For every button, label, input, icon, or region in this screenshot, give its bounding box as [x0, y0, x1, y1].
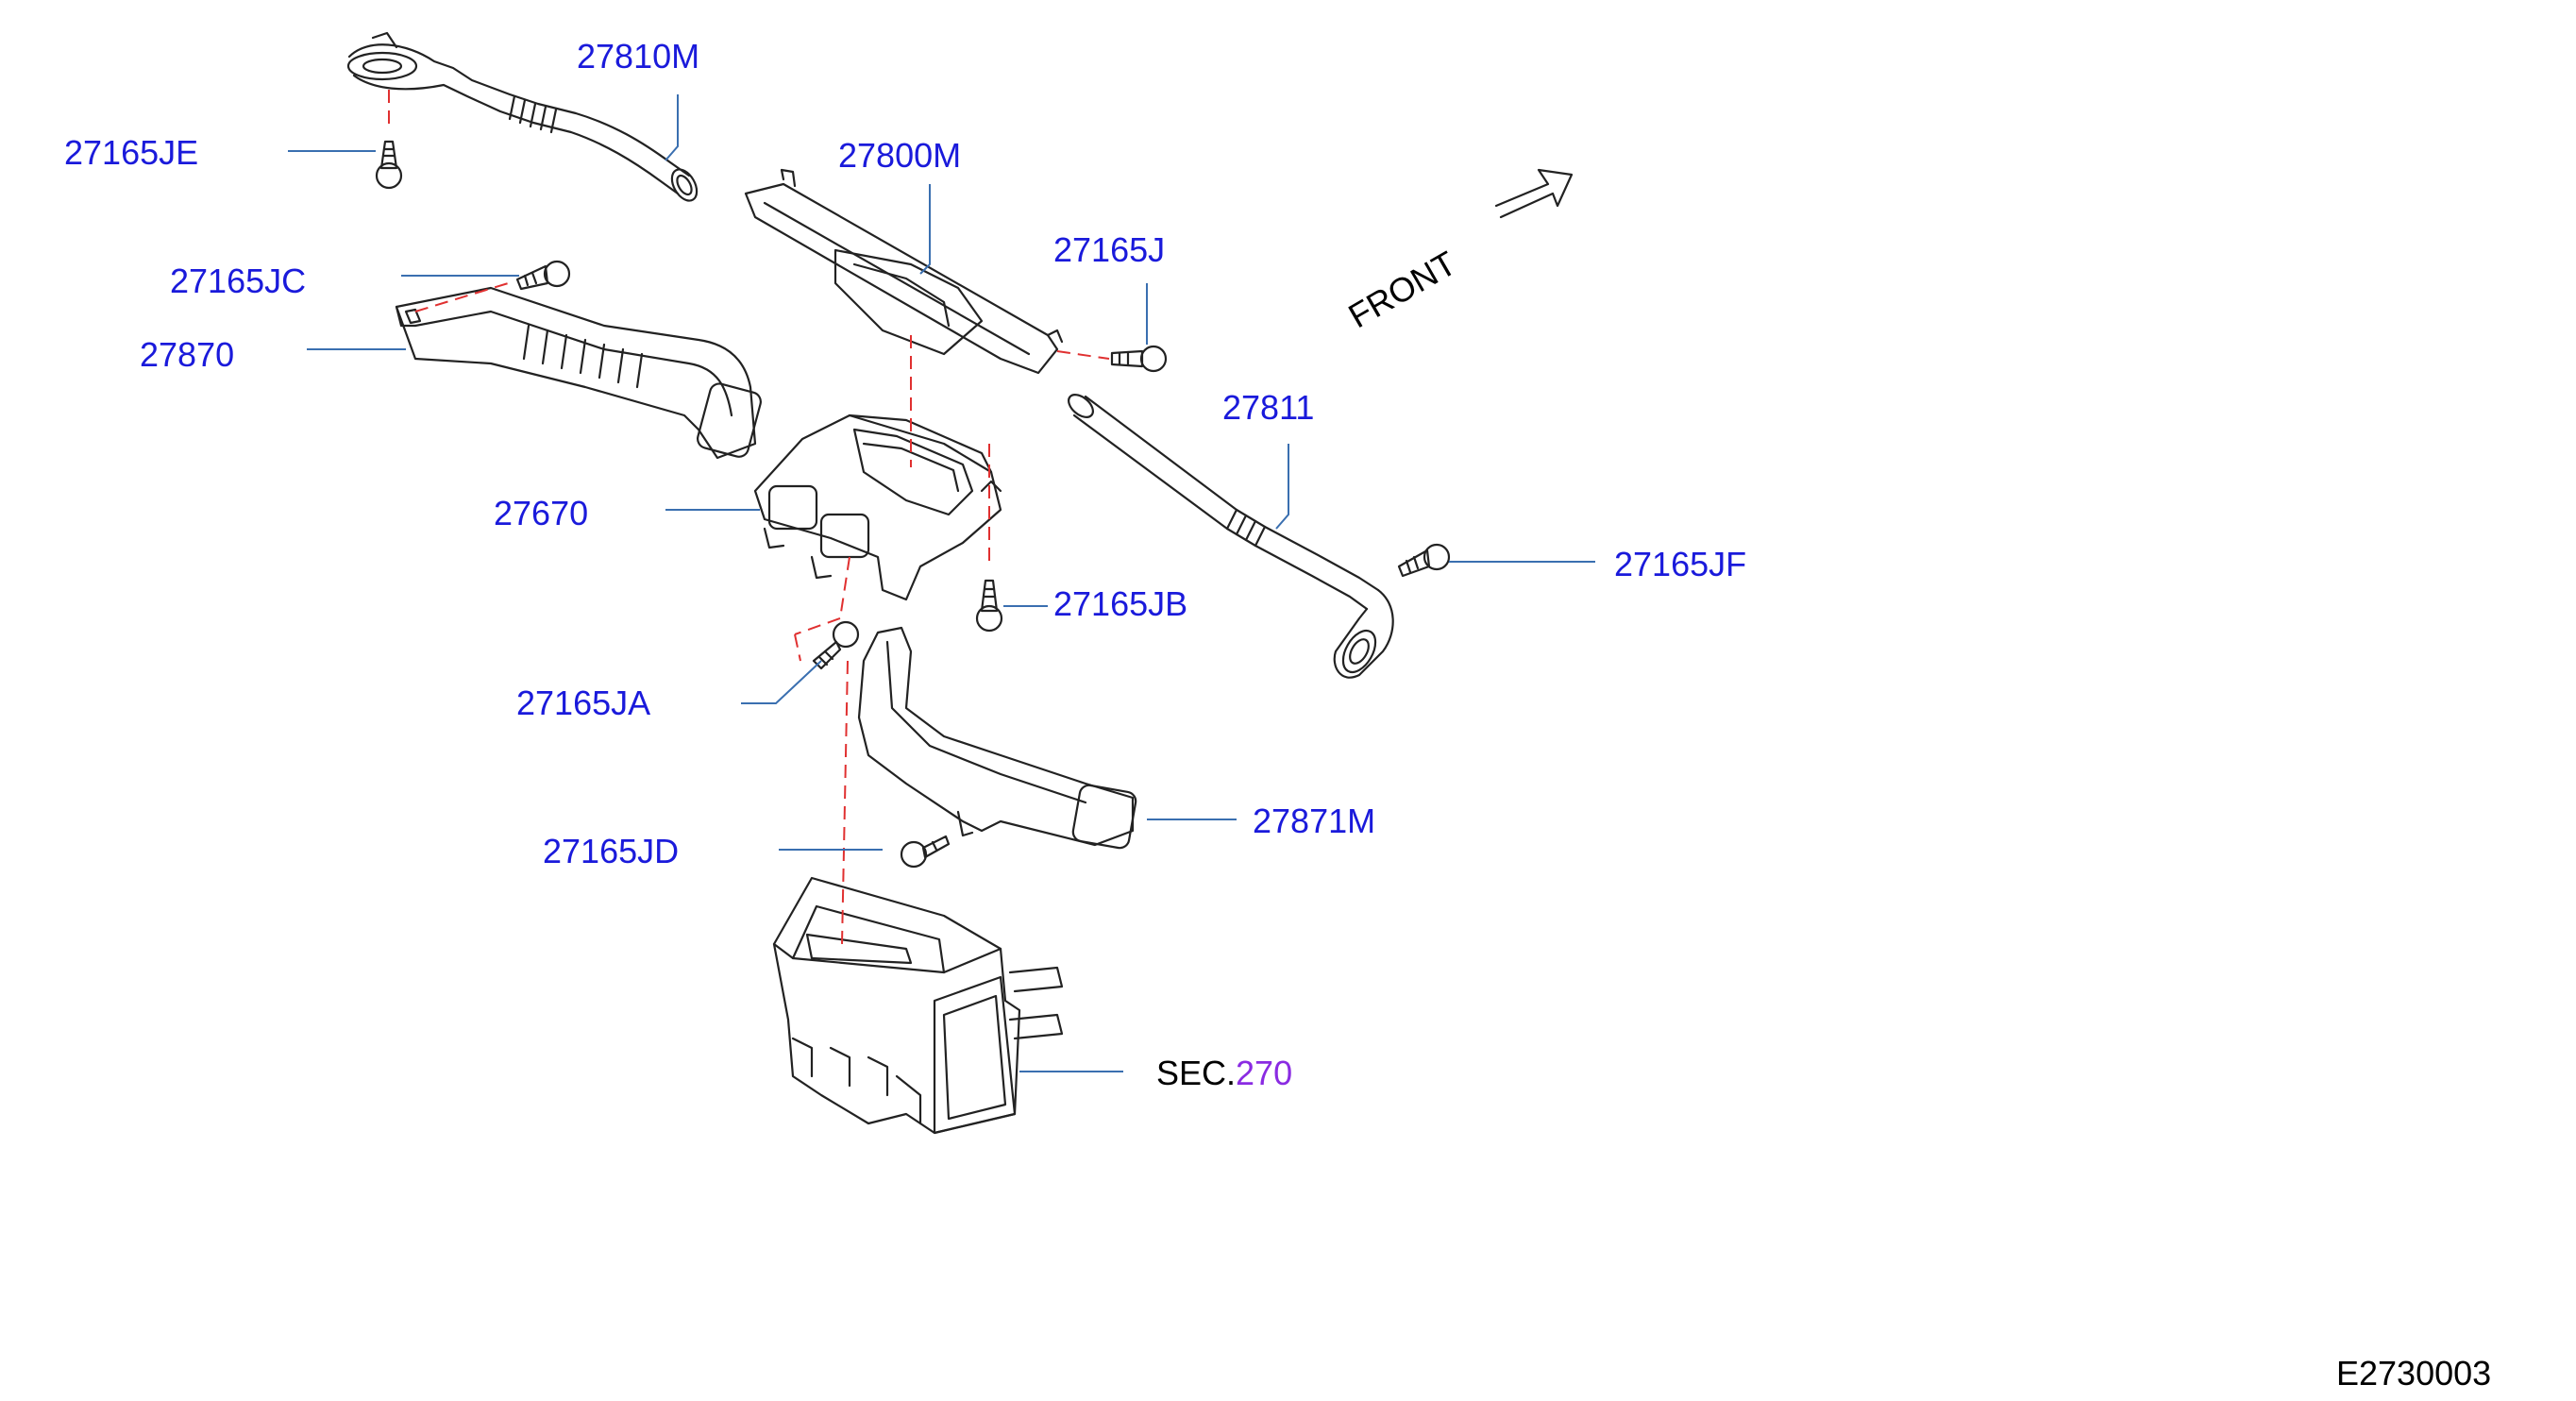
duct-hose-27810m — [346, 31, 699, 202]
part-label-27165jc[interactable]: 27165JC — [170, 262, 307, 300]
part-label-27165ja[interactable]: 27165JA — [516, 684, 651, 722]
section-prefix: SEC. — [1156, 1054, 1237, 1092]
duct-hose-27811 — [1068, 394, 1394, 679]
part-label-27165jf[interactable]: 27165JF — [1614, 545, 1747, 583]
part-label-27871m[interactable]: 27871M — [1253, 802, 1376, 840]
part-label-27810m[interactable]: 27810M — [577, 37, 700, 76]
section-reference[interactable]: SEC.270 — [1156, 1055, 1292, 1092]
defroster-nozzle-27800m — [744, 168, 1064, 375]
center-duct-27670 — [753, 414, 1002, 601]
front-arrow-icon — [1494, 168, 1574, 219]
part-label-27165jd[interactable]: 27165JD — [543, 832, 680, 870]
section-number[interactable]: 270 — [1236, 1054, 1293, 1092]
clip-27165j — [1110, 345, 1168, 373]
part-label-27800m[interactable]: 27800M — [838, 136, 962, 175]
clip-27165jf — [1397, 543, 1451, 578]
clip-27165jd — [900, 835, 951, 869]
clip-27165je — [375, 140, 403, 190]
part-label-27670[interactable]: 27670 — [494, 494, 589, 532]
lower-duct-27871m — [857, 626, 1137, 850]
side-duct-27870 — [395, 286, 762, 460]
phantom-lines — [388, 90, 1110, 945]
diagram-code: E2730003 — [2336, 1354, 2492, 1393]
part-label-27165j[interactable]: 27165J — [1053, 230, 1166, 269]
part-label-27811[interactable]: 27811 — [1222, 388, 1315, 427]
clip-27165jc — [515, 260, 571, 291]
clip-27165ja — [812, 620, 860, 670]
leader-lines — [288, 94, 1595, 1072]
part-label-27165jb[interactable]: 27165JB — [1053, 584, 1188, 623]
heater-unit — [772, 876, 1064, 1135]
clip-27165jb — [975, 579, 1003, 633]
part-label-27870[interactable]: 27870 — [140, 335, 235, 374]
part-label-27165je[interactable]: 27165JE — [64, 133, 199, 172]
